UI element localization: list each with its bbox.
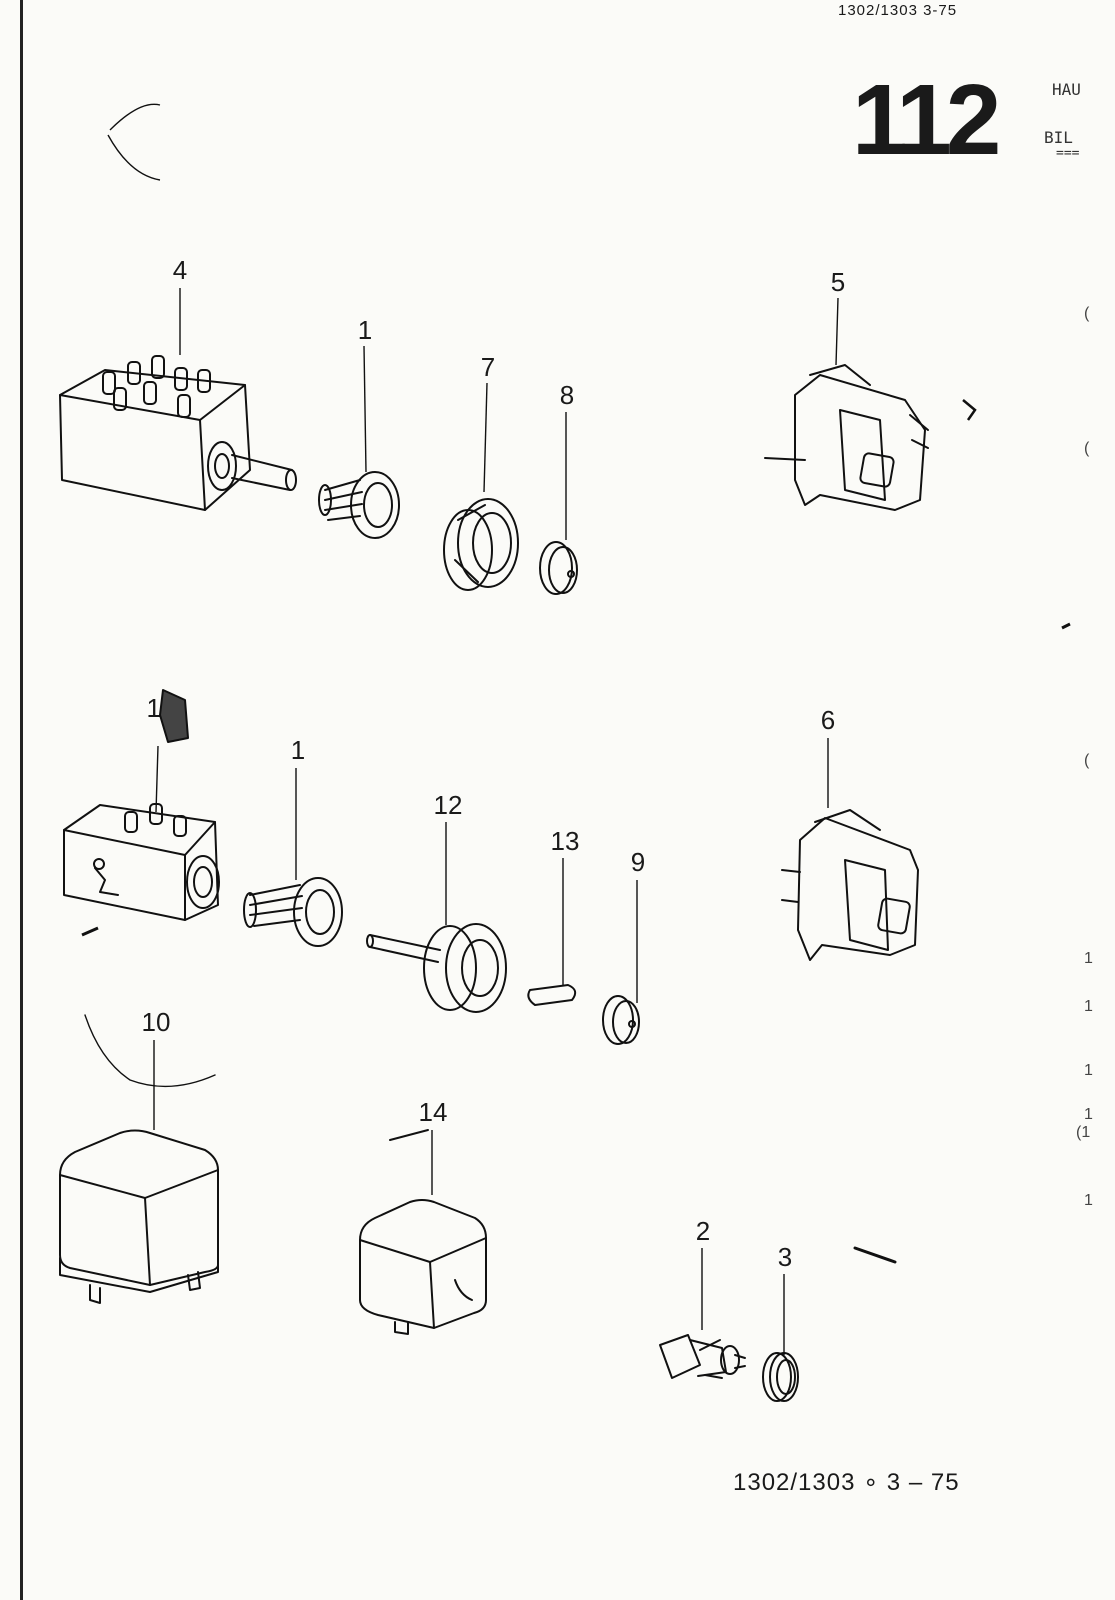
left-frame-line (20, 0, 23, 1600)
scan-marks (81, 103, 1071, 937)
part-4-light-switch (59, 355, 297, 511)
part-1-threaded-nut-top (318, 471, 400, 539)
callout-7: 7 (480, 352, 496, 382)
callout-8: 8 (559, 380, 575, 410)
footer-code: 1302/1303 ∘ 3 – 75 (733, 1469, 960, 1496)
part-7-knurled-knob (443, 498, 519, 591)
callout-4: 4 (172, 255, 188, 285)
part-5-rocker-switch (764, 364, 929, 511)
part-14-relay (359, 1129, 487, 1335)
part-8-cap (539, 541, 578, 595)
header-code: 1302/1303 3-75 (838, 2, 958, 19)
callout-1-middle: 1 (290, 735, 306, 765)
page-number: 112 (852, 64, 1001, 176)
callout-2: 2 (695, 1216, 711, 1246)
edge-mark: 1 (1084, 1192, 1093, 1209)
callout-5: 5 (830, 267, 846, 297)
part-6-rocker-switch (781, 809, 919, 961)
edge-mark: ( (1084, 305, 1090, 322)
edge-mark: 1 (1084, 998, 1093, 1015)
part-10-relay (59, 1014, 219, 1304)
part-11-switch-body (63, 689, 220, 921)
edge-mark: ( (1084, 440, 1090, 457)
truncated-underline: === (1056, 146, 1080, 161)
callout-12: 12 (433, 790, 463, 820)
callout-10: 10 (141, 1007, 171, 1037)
leader-lines (153, 288, 839, 1355)
part-2-pushbutton (659, 1246, 897, 1379)
edge-mark: 1 (1084, 1106, 1093, 1123)
truncated-heading-2: BIL (1044, 128, 1073, 147)
callout-14: 14 (418, 1097, 448, 1127)
truncated-heading-1: HAU (1052, 80, 1081, 99)
callout-13: 13 (550, 826, 580, 856)
callout-3: 3 (777, 1242, 793, 1272)
part-1-threaded-nut-middle (243, 877, 343, 947)
callout-9: 9 (630, 847, 646, 877)
edge-mark: 1 (1084, 1062, 1093, 1079)
edge-mark: (1 (1076, 1124, 1091, 1141)
part-12-shaft-knob (366, 923, 507, 1013)
edge-mark: 1 (1084, 950, 1093, 967)
edge-mark: ( (1084, 752, 1090, 769)
part-13-bulb (527, 984, 577, 1006)
callout-1-top: 1 (357, 315, 373, 345)
callout-6: 6 (820, 705, 836, 735)
part-9-cap (602, 995, 640, 1045)
part-3-ring (762, 1352, 799, 1402)
